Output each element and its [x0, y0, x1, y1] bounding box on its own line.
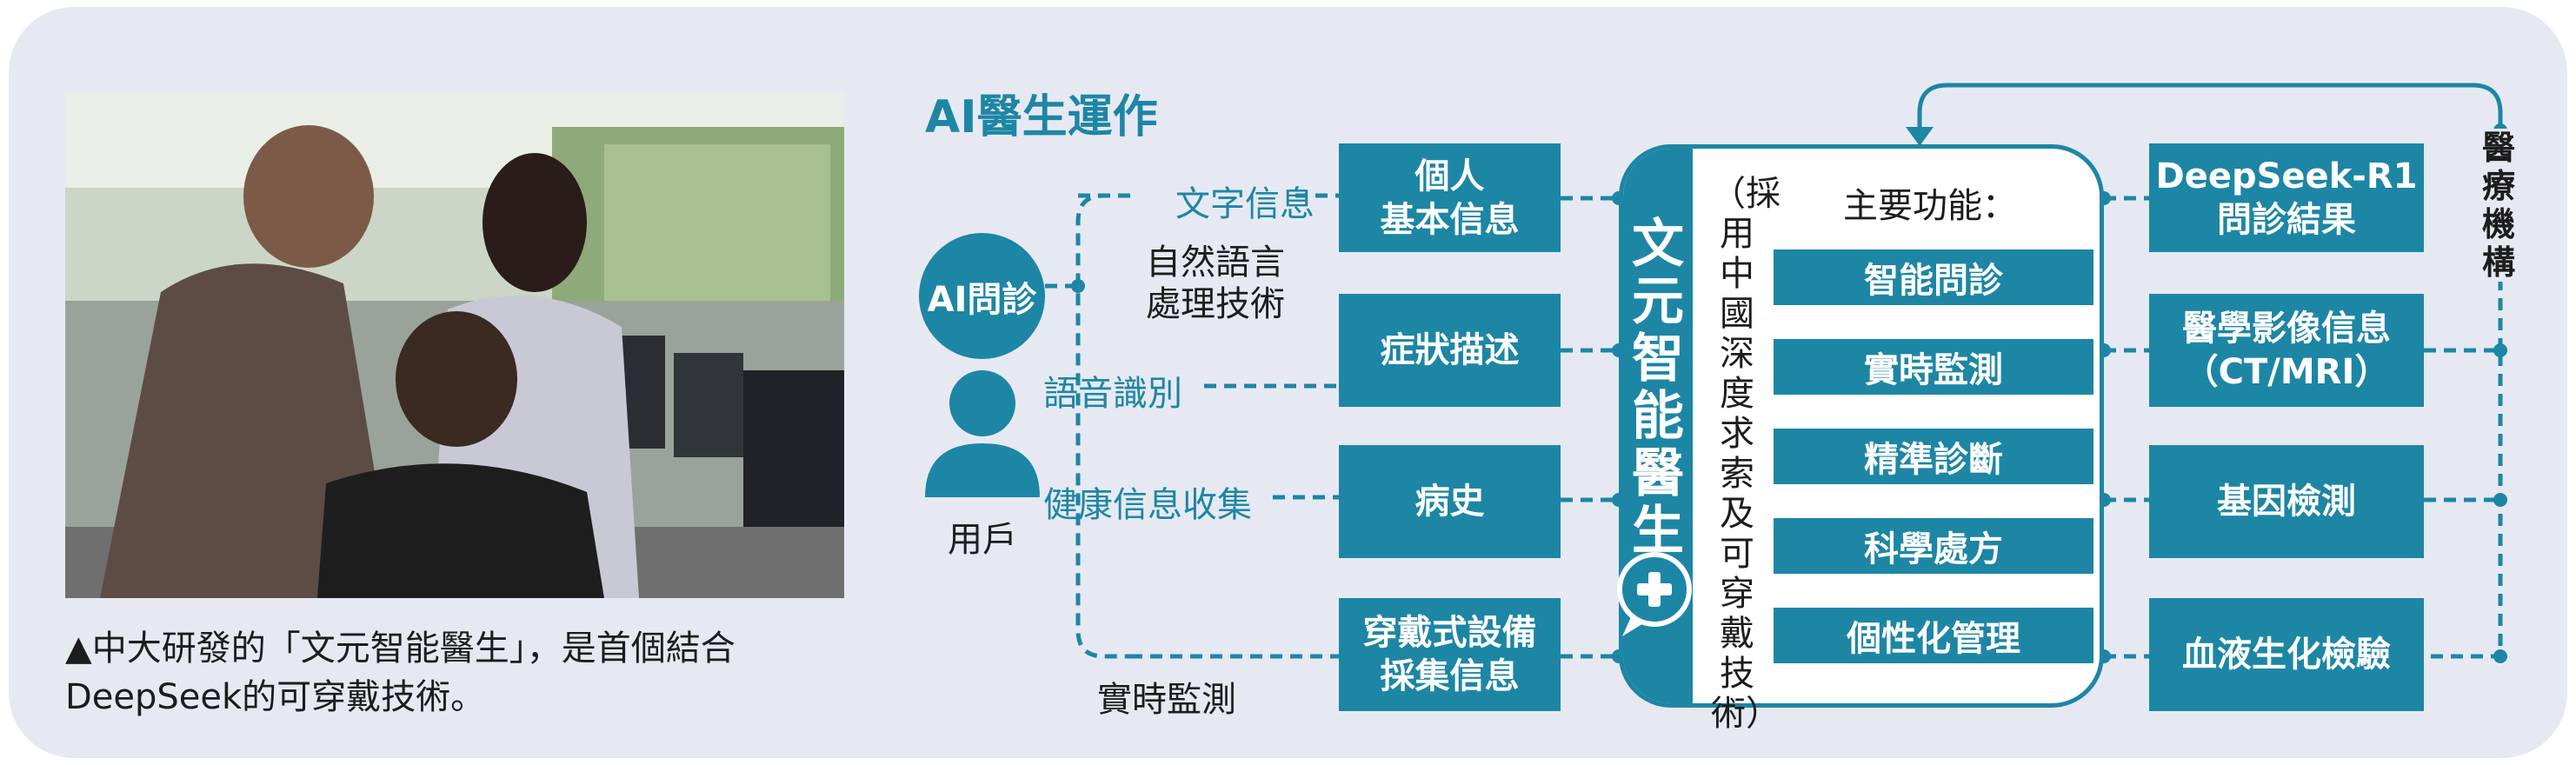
health-collect-label: 健康信息收集	[1043, 485, 1252, 525]
symptom-text: 症狀描述	[1380, 330, 1520, 370]
function-precise-diagnosis: 精準診斷	[1774, 429, 2093, 484]
symptom-box: 症狀描述	[1339, 294, 1561, 407]
ai-consult-label: AI問診	[927, 279, 1037, 320]
gene-test-text: 基因檢測	[2217, 482, 2356, 522]
photo-caption: ▲中大研發的「文元智能醫生」，是首個結合DeepSeek的可穿戴技術。	[65, 629, 736, 717]
realtime-label: 實時監測	[1097, 680, 1236, 720]
lab-photo	[65, 92, 844, 598]
function-personal-management: 個性化管理	[1774, 608, 2093, 663]
feedback-arrow-line	[1917, 83, 2503, 130]
blood-test-text: 血液生化檢驗	[2182, 635, 2391, 675]
function-realtime-monitor: 實時監測	[1774, 339, 2093, 395]
medical-plus-icon	[1617, 552, 1692, 636]
imaging-text: 醫學影像信息 （CT/MRI）	[2182, 309, 2391, 392]
diagram-title: AI醫生運作	[925, 91, 1158, 143]
personal-info-box: 個人 基本信息	[1339, 143, 1561, 252]
functions-title: 主要功能：	[1843, 186, 2017, 226]
nlp-label: 自然語言 處理技術	[1146, 243, 1285, 324]
ai-doctor-name: 文元智能醫生	[1632, 214, 1684, 562]
imaging-box: 醫學影像信息 （CT/MRI）	[2149, 294, 2424, 407]
wearable-text: 穿戴式設備 採集信息	[1362, 613, 1537, 696]
history-text: 病史	[1414, 482, 1485, 522]
text-info-label: 文字信息	[1175, 184, 1315, 224]
deepseek-result-text: DeepSeek-R1 問診結果	[2155, 156, 2418, 240]
blood-test-box: 血液生化檢驗	[2149, 598, 2424, 711]
function-smart-consult: 智能問診	[1774, 249, 2093, 305]
user-icon	[925, 370, 1040, 497]
deepseek-result-box: DeepSeek-R1 問診結果	[2149, 143, 2424, 252]
personal-info-text: 個人 基本信息	[1380, 156, 1520, 240]
left-bracket-line	[1075, 193, 1130, 659]
feedback-arrowhead	[1906, 127, 1934, 146]
voice-label: 語音識別	[1043, 374, 1182, 414]
technology-note: （採用中國深度求索及可穿戴技術）	[1711, 174, 1781, 734]
function-prescription: 科學處方	[1774, 518, 2093, 574]
ai-consult-circle: AI問診	[919, 233, 1045, 359]
gene-test-box: 基因檢測	[2149, 445, 2424, 558]
user-label: 用戶	[948, 520, 1017, 560]
medical-institution-label: 醫療機構	[2476, 129, 2521, 282]
right-bracket-line	[2424, 348, 2503, 659]
wearable-box: 穿戴式設備 採集信息	[1339, 598, 1561, 711]
history-box: 病史	[1339, 445, 1561, 558]
